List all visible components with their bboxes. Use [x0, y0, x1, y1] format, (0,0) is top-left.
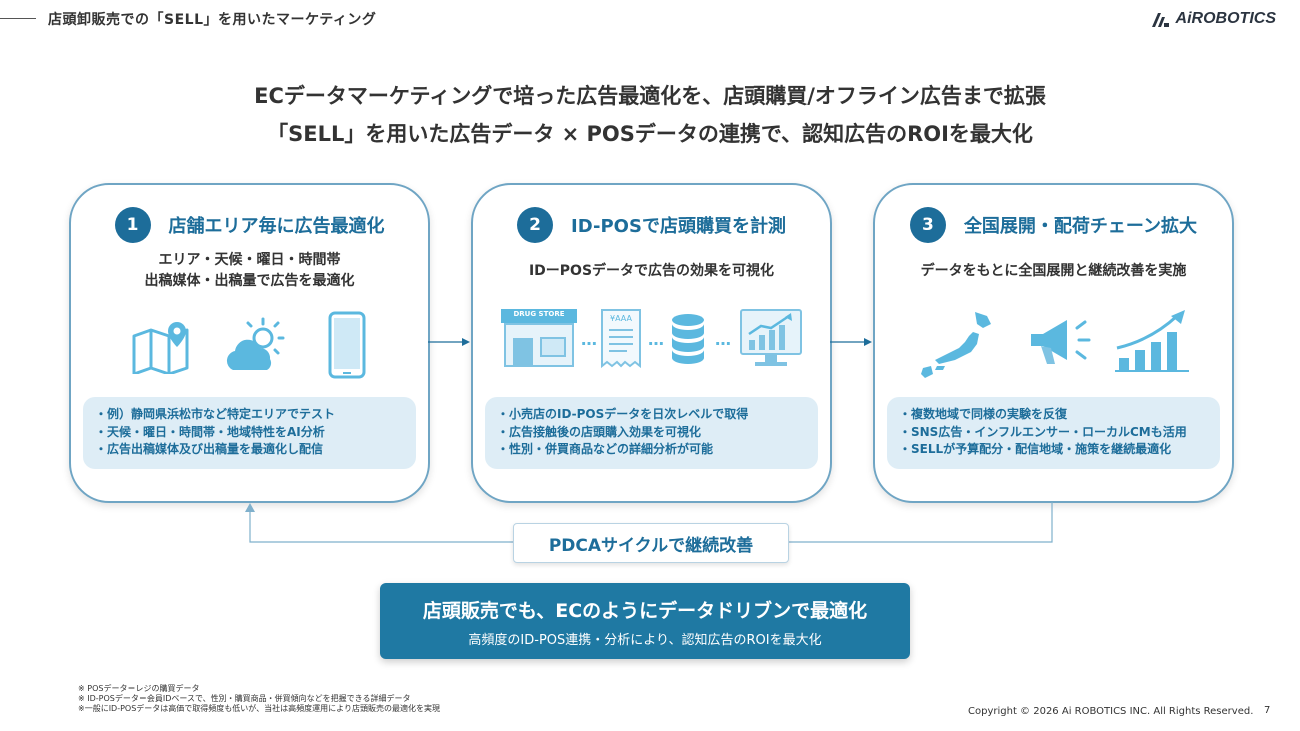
card-subtitle-line: エリア・天候・曜日・時間帯: [158, 252, 341, 268]
card-icons: [875, 308, 1232, 384]
ellipsis: …: [715, 330, 731, 349]
bullet-item: ・SELLが予算配分・配信地域・施策を継続最適化: [899, 442, 1172, 456]
card-subtitle-line: IDーPOSデータで広告の効果を可視化: [528, 263, 775, 279]
bullet-item: ・広告接触後の店頭購入効果を可視化: [497, 424, 702, 439]
headline-line-1: ECデータマーケティングで培った広告最適化を、店頭購買/オフライン広告まで拡張: [254, 84, 1046, 108]
header-rule: [0, 18, 36, 19]
weather-icon: [226, 317, 285, 370]
footnote: ※ ID-POSデータ＝会員IDベースで、性別・購買商品・併買傾向などを把握でき…: [78, 694, 411, 703]
ellipsis: …: [648, 330, 664, 349]
bullet-item: ・複数地域で同様の実験を反復: [899, 407, 1068, 421]
smartphone-icon: [328, 311, 366, 379]
footnote: ※一般にID-POSデータは高価で取得頻度も低いが、当社は高頻度運用により店頭販…: [78, 704, 440, 713]
map-icon: [132, 322, 189, 374]
card-header: 3 全国展開・配荷チェーン拡大: [875, 207, 1232, 243]
card-title: ID-POSで店頭購買を計測: [571, 216, 786, 237]
card-subtitle: IDーPOSデータで広告の効果を可視化: [473, 261, 830, 282]
database-icon: [672, 314, 704, 364]
card-subtitle: エリア・天候・曜日・時間帯 出稿媒体・出稿量で広告を最適化: [71, 250, 428, 292]
card-title: 全国展開・配荷チェーン拡大: [963, 216, 1198, 237]
card-subtitle-line: 出稿媒体・出稿量で広告を最適化: [144, 273, 355, 289]
arrow-right-icon: [428, 338, 470, 346]
card-icons: [71, 308, 428, 384]
receipt-price: ¥AAA: [610, 314, 632, 323]
growth-chart-icon: [1115, 310, 1189, 372]
logo-text: AiROBOTICS: [1175, 10, 1276, 27]
logo-mark-icon: [1151, 13, 1169, 27]
headline-line-2: 「SELL」を用いた広告データ × POSデータの連携で、認知広告のROIを最大…: [267, 122, 1033, 146]
bullet-item: ・小売店のID-POSデータを日次レベルで取得: [497, 407, 749, 421]
page-number: 7: [1264, 705, 1271, 716]
card-bullets: ・複数地域で同様の実験を反復 ・SNS広告・インフルエンサー・ローカルCMも活用…: [887, 397, 1220, 469]
footnote: ※ POSデータ＝レジの購買データ: [78, 684, 200, 693]
store-sign: DRUG STORE: [513, 310, 565, 318]
step-card-1: 1 店舗エリア毎に広告最適化 エリア・天候・曜日・時間帯 出稿媒体・出稿量で広告…: [69, 183, 430, 503]
japan-map-icon: [921, 312, 991, 378]
bullet-item: ・性別・併買商品などの詳細分析が可能: [497, 442, 714, 456]
bullet-item: ・天候・曜日・時間帯・地域特性をAI分析: [95, 424, 325, 439]
bullet-item: ・SNS広告・インフルエンサー・ローカルCMも活用: [899, 424, 1187, 439]
store-icon: DRUG STORE: [499, 308, 579, 368]
monitor-chart-icon: [740, 309, 802, 366]
step-card-2: 2 ID-POSで店頭購買を計測 IDーPOSデータで広告の効果を可視化 DRU…: [471, 183, 832, 503]
bullet-item: ・例）静岡県浜松市など特定エリアでテスト: [95, 407, 336, 421]
receipt-icon: ¥AAA: [599, 308, 643, 370]
step-number: 3: [909, 207, 946, 243]
card-header: 1 店舗エリア毎に広告最適化: [71, 207, 428, 243]
card-subtitle-line: データをもとに全国展開と継続改善を実施: [920, 263, 1187, 279]
step-card-3: 3 全国展開・配荷チェーン拡大 データをもとに全国展開と継続改善を実施: [873, 183, 1234, 503]
footnotes: ※ POSデータ＝レジの購買データ ※ ID-POSデータ＝会員IDベースで、性…: [78, 684, 440, 714]
card-subtitle: データをもとに全国展開と継続改善を実施: [875, 261, 1232, 282]
card-bullets: ・小売店のID-POSデータを日次レベルで取得 ・広告接触後の店頭購入効果を可視…: [485, 397, 818, 469]
summary-main: 店頭販売でも、ECのようにデータドリブンで最適化: [422, 600, 868, 622]
card-header: 2 ID-POSで店頭購買を計測: [473, 207, 830, 243]
bullet-item: ・広告出稿媒体及び出稿量を最適化し配信: [95, 442, 324, 456]
ellipsis: …: [581, 330, 597, 349]
megaphone-icon: [1031, 320, 1091, 364]
company-logo: AiROBOTICS: [1150, 10, 1276, 28]
copyright: Copyright © 2026 Ai ROBOTICS INC. All Ri…: [968, 706, 1254, 717]
arrow-right-icon: [830, 338, 872, 346]
page-title: 店頭卸販売での「SELL」を用いたマーケティング: [48, 12, 377, 28]
card-bullets: ・例）静岡県浜松市など特定エリアでテスト ・天候・曜日・時間帯・地域特性をAI分…: [83, 397, 416, 469]
card-title: 店舗エリア毎に広告最適化: [168, 216, 385, 237]
step-number: 2: [517, 207, 554, 243]
step-number: 1: [114, 207, 151, 243]
card-icons: DRUG STORE … ¥AAA … …: [473, 308, 830, 384]
summary-box: 店頭販売でも、ECのようにデータドリブンで最適化 高頻度のID-POS連携・分析…: [380, 583, 910, 659]
pdca-cycle-label: PDCAサイクルで継続改善: [513, 523, 789, 563]
summary-sub: 高頻度のID-POS連携・分析により、認知広告のROIを最大化: [468, 633, 822, 648]
